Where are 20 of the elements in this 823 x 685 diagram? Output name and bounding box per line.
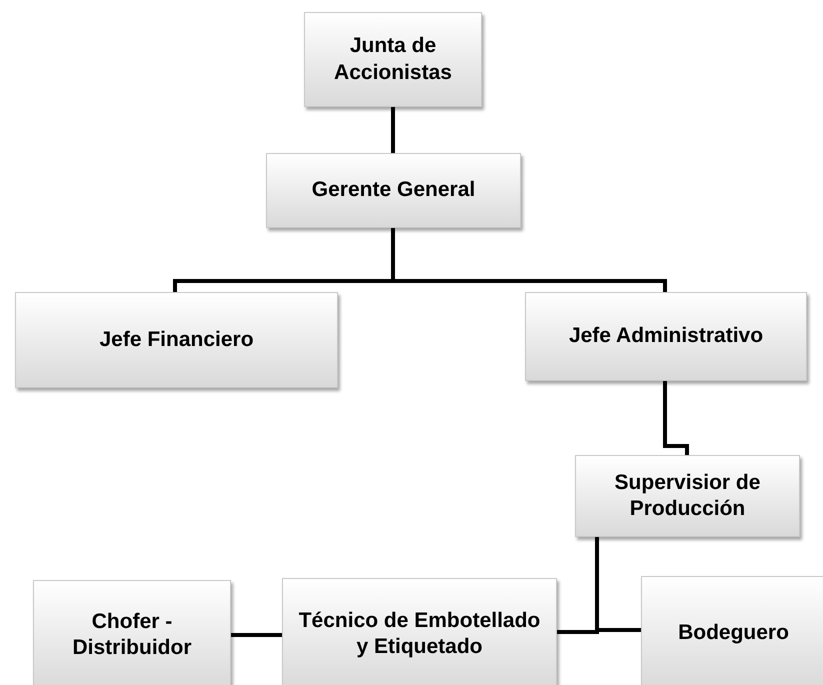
org-box — [282, 578, 557, 685]
org-box — [304, 12, 482, 107]
role-title: Bodeguero — [678, 620, 789, 646]
role-title: Técnico de Embotellado y Etiquetado — [298, 608, 542, 660]
connector-line — [231, 633, 282, 637]
role-title: Junta de Accionistas — [333, 33, 453, 86]
role-title: Chofer - Distribuidor — [72, 608, 192, 661]
org-box — [641, 576, 823, 685]
org-box — [266, 153, 521, 228]
connector-line — [391, 107, 395, 153]
role-title: Jefe Financiero — [99, 326, 254, 353]
role-title: Gerente General — [312, 177, 476, 204]
connector-line — [391, 228, 667, 292]
org-box — [15, 292, 338, 388]
role-title: Jefe Administrativo — [568, 323, 764, 350]
role-title: Supervisior de Producción — [614, 470, 762, 522]
org-box — [33, 580, 231, 685]
org-box — [575, 455, 800, 537]
connector-line — [663, 381, 689, 455]
org-box — [525, 292, 807, 381]
